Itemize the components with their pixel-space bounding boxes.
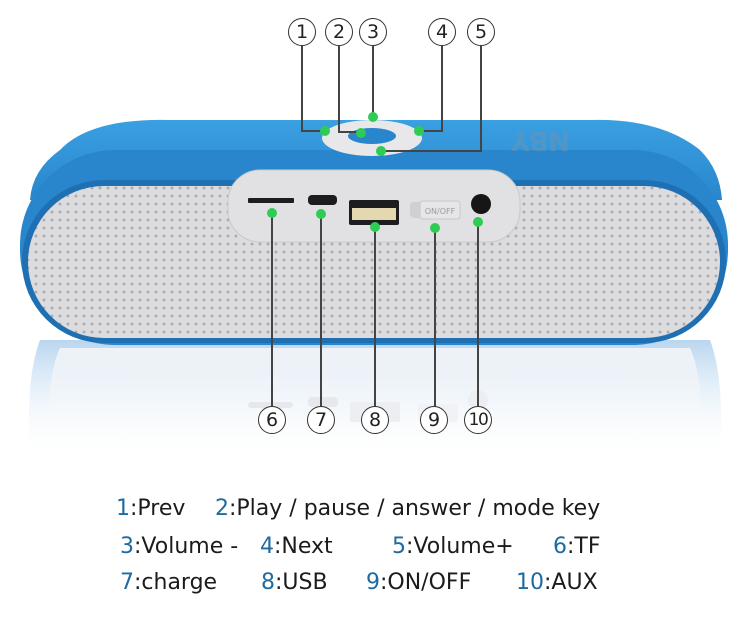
marker-2 <box>356 128 366 138</box>
callout-4: 4 <box>428 18 456 46</box>
leader-lines-bottom <box>271 213 479 407</box>
marker-6 <box>267 208 277 218</box>
marker-7 <box>316 209 326 219</box>
leader-lines-top <box>301 46 482 152</box>
brand-logo: NBY <box>510 125 570 155</box>
marker-4 <box>414 126 424 136</box>
marker-1 <box>320 126 330 136</box>
callout-3: 3 <box>359 18 387 46</box>
callout-1: 1 <box>288 18 316 46</box>
callout-6: 6 <box>258 406 286 434</box>
callout-9: 9 <box>420 406 448 434</box>
micro-usb-port[interactable] <box>308 195 337 205</box>
svg-text:ON/OFF: ON/OFF <box>425 207 456 216</box>
marker-3 <box>368 112 378 122</box>
callout-2: 2 <box>325 18 353 46</box>
callout-5: 5 <box>467 18 495 46</box>
power-switch[interactable]: ON/OFF <box>410 200 461 220</box>
marker-5 <box>376 146 386 156</box>
marker-dots <box>267 112 483 233</box>
marker-10 <box>473 217 483 227</box>
callout-8: 8 <box>361 406 389 434</box>
callout-10: 10 <box>464 406 492 434</box>
tf-card-slot[interactable] <box>248 198 294 203</box>
aux-port[interactable] <box>471 194 491 214</box>
marker-9 <box>430 223 440 233</box>
marker-8 <box>370 222 380 232</box>
usb-port[interactable] <box>349 200 399 225</box>
callout-7: 7 <box>307 406 335 434</box>
